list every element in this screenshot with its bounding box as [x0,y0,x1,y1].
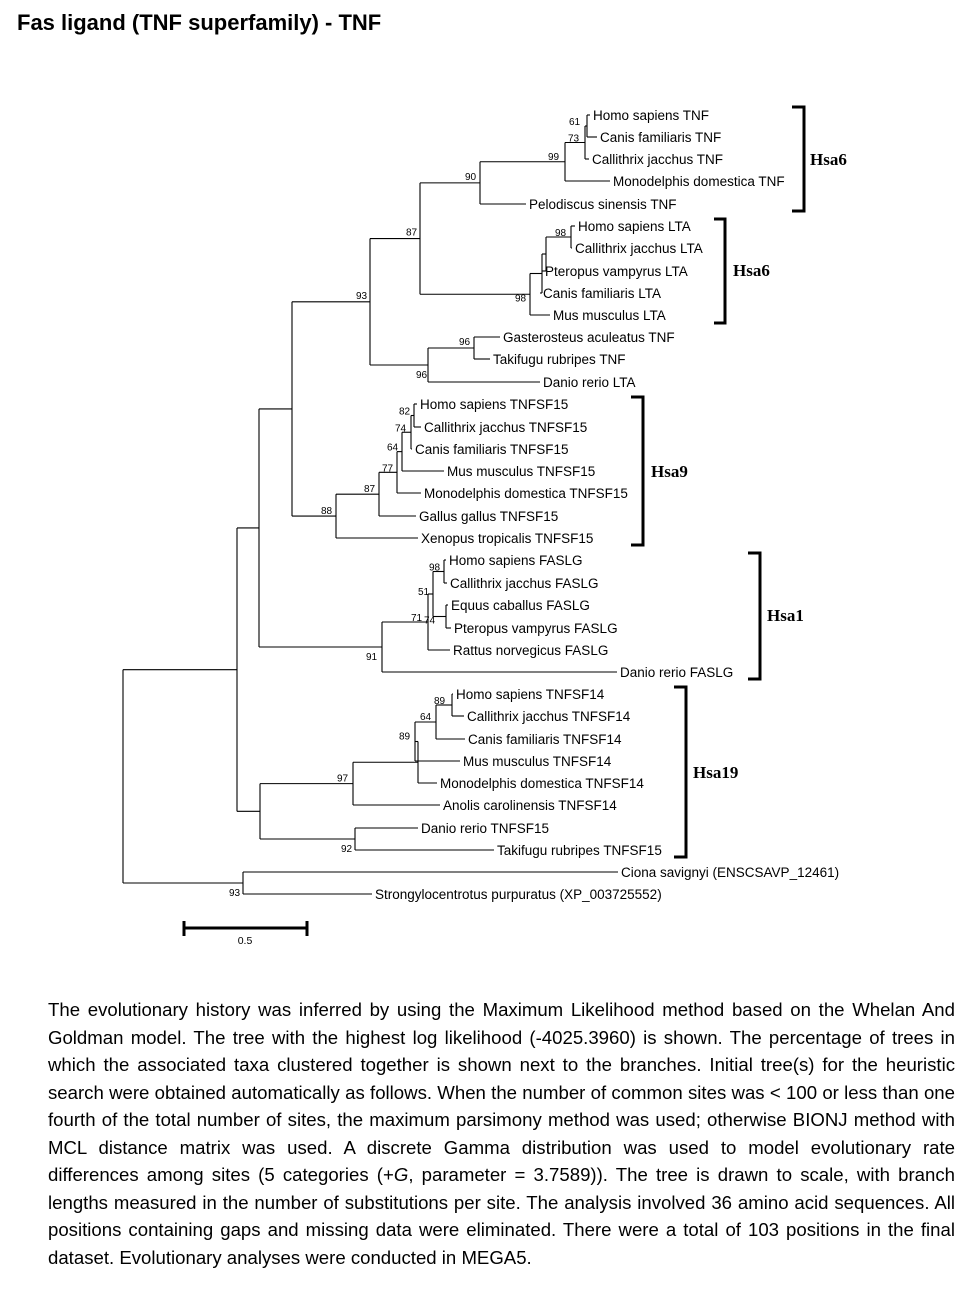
scale-bar: 0.5 [182,921,309,947]
group-bracket [748,551,762,681]
taxon-label: Xenopus tropicalis TNFSF15 [421,531,593,546]
bootstrap-value: 98 [429,563,441,574]
bootstrap-value: 82 [399,407,411,418]
taxon-label: Callithrix jacchus LTA [575,241,703,256]
taxon-label: Mus musculus TNFSF15 [447,464,595,479]
bootstrap-value: 91 [366,652,378,663]
tree-branches [122,114,618,895]
bootstrap-value: 77 [382,463,394,474]
taxon-label: Monodelphis domestica TNF [613,174,785,189]
bootstrap-value: 89 [399,732,411,743]
taxon-label: Equus caballus FASLG [451,598,590,613]
taxon-label: Pelodiscus sinensis TNF [529,197,677,212]
taxon-label: Canis familiaris TNF [600,130,721,145]
bootstrap-value: 90 [465,172,477,183]
taxon-label: Canis familiaris LTA [543,286,661,301]
bootstrap-value: 93 [229,888,241,899]
caption-text: The evolutionary history was inferred by… [48,999,955,1185]
group-label: Hsa6 [733,261,770,280]
taxon-label: Ciona savignyi (ENSCSAVP_12461) [621,865,839,880]
caption-text: G [393,1164,409,1185]
bootstrap-value: 73 [568,134,580,145]
group-label: Hsa1 [767,606,804,625]
taxon-label: Callithrix jacchus TNF [592,152,723,167]
bootstrap-value: 64 [420,712,432,723]
taxon-label: Homo sapiens TNFSF14 [456,687,605,702]
taxon-label: Pteropus vampyrus LTA [545,264,688,279]
taxon-label: Mus musculus TNFSF14 [463,754,612,769]
bootstrap-value: 98 [555,228,567,239]
bootstrap-value: 51 [418,587,430,598]
bootstrap-value: 74 [424,616,436,627]
bootstrap-value: 74 [395,423,407,434]
taxon-label: Danio rerio LTA [543,375,636,390]
group-bracket [674,685,688,859]
taxon-label: Danio rerio TNFSF15 [421,821,549,836]
taxon-label: Homo sapiens FASLG [449,553,583,568]
taxon-label: Anolis carolinensis TNFSF14 [443,798,617,813]
bootstrap-value: 98 [515,293,527,304]
taxon-label: Gallus gallus TNFSF15 [419,509,558,524]
group-label: Hsa9 [651,462,688,481]
bootstrap-value: 89 [434,696,446,707]
taxon-label: Pteropus vampyrus FASLG [454,621,618,636]
group-bracket [631,395,645,547]
bootstrap-value: 96 [416,370,428,381]
group-bracket [714,217,727,325]
taxon-label: Monodelphis domestica TNFSF15 [424,486,628,501]
taxon-label: Callithrix jacchus TNFSF14 [467,709,631,724]
phylogenetic-tree: Homo sapiens TNF Canis familiaris TNF Call… [122,105,847,947]
taxon-label: Homo sapiens LTA [578,219,691,234]
bootstrap-value: 71 [411,613,423,624]
bootstrap-value: 93 [356,291,368,302]
bootstrap-value: 61 [569,117,581,128]
bootstrap-value: 87 [406,228,418,239]
taxon-label: Canis familiaris TNFSF14 [468,732,622,747]
bootstrap-value: 64 [387,443,399,454]
bootstrap-value: 87 [364,484,376,495]
taxon-label: Homo sapiens TNF [593,108,709,123]
page-title: Fas ligand (TNF superfamily) - TNF [17,10,382,35]
taxon-label: Rattus norvegicus FASLG [453,643,608,658]
group-label: Hsa19 [693,763,738,782]
taxon-label: Takifugu rubripes TNF [493,352,626,367]
scale-bar-label: 0.5 [238,935,253,947]
taxon-label: Strongylocentrotus purpuratus (XP_003725… [375,887,662,902]
bootstrap-value: 99 [548,152,560,163]
figure-caption: The evolutionary history was inferred by… [48,996,955,1271]
bootstrap-labels: 61 73 99 90 98 98 87 96 96 93 82 74 64 77 87 88 98 74 51 71… [229,117,581,899]
bootstrap-value: 96 [459,337,471,348]
taxon-label: Monodelphis domestica TNFSF14 [440,776,644,791]
taxon-label: Canis familiaris TNFSF15 [415,442,569,457]
taxon-label: Homo sapiens TNFSF15 [420,397,568,412]
group-label: Hsa6 [810,150,847,169]
bootstrap-value: 97 [337,774,349,785]
taxon-label: Callithrix jacchus FASLG [450,576,599,591]
taxon-label: Danio rerio FASLG [620,665,733,680]
bootstrap-value: 92 [341,844,353,855]
tip-labels: Homo sapiens TNF Canis familiaris TNF Call… [375,108,839,902]
taxon-label: Gasterosteus aculeatus TNF [503,330,675,345]
taxon-label: Mus musculus LTA [553,308,666,323]
taxon-label: Takifugu rubripes TNFSF15 [497,843,662,858]
group-bracket [792,105,806,213]
taxon-label: Callithrix jacchus TNFSF15 [424,420,587,435]
bootstrap-value: 88 [321,506,333,517]
caption-text: , parameter = 3.7589)). The tree is draw… [48,1164,955,1268]
